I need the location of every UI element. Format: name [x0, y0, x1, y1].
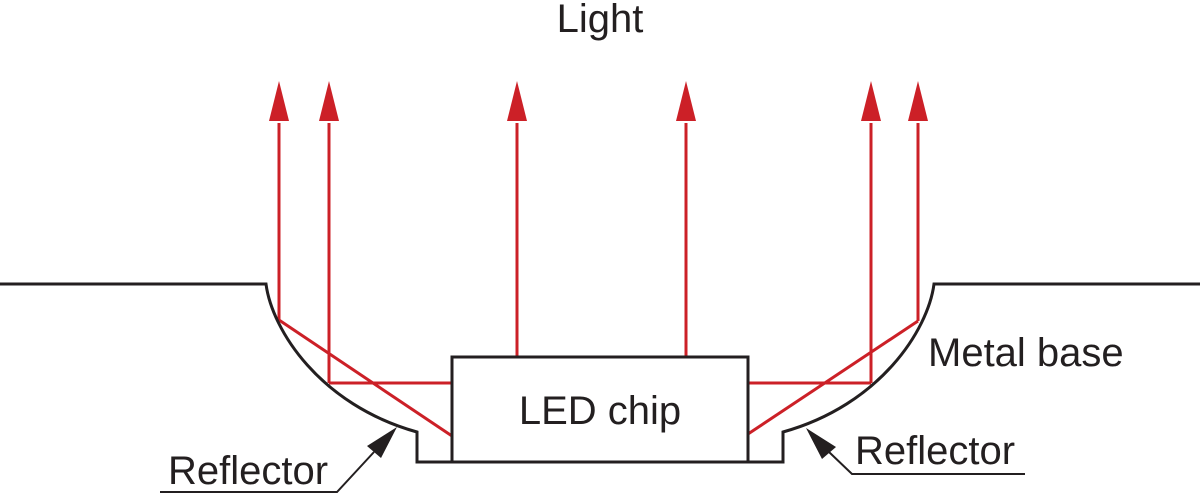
arrowhead-up-icon [507, 81, 527, 121]
ray-arrowheads-group [269, 81, 928, 121]
led-chip-box [450, 355, 750, 464]
reflector-left-leader-line [160, 451, 375, 493]
ray-left-outer-incident [278, 318, 453, 438]
label-metal-base: Metal base [928, 331, 1124, 375]
arrowhead-up-icon [676, 81, 696, 121]
arrowhead-up-icon [908, 81, 928, 121]
label-reflector-left: Reflector [168, 449, 328, 493]
leader-lines-group [160, 451, 1025, 493]
leader-arrowhead-upright-icon [367, 427, 397, 458]
light-rays-group [277, 123, 920, 438]
arrowhead-up-icon [269, 81, 289, 121]
leader-arrowheads-group [367, 427, 836, 459]
label-light: Light [557, 0, 644, 41]
ray-right-outer-incident [747, 319, 919, 436]
leader-arrowhead-upleft-icon [806, 428, 836, 459]
label-led-chip: LED chip [519, 389, 681, 433]
labels-group: Light LED chip Metal base Reflector Refl… [168, 0, 1124, 493]
arrowhead-up-icon [319, 81, 339, 121]
arrowhead-up-icon [861, 81, 881, 121]
led-chip-group [450, 355, 750, 464]
label-reflector-right: Reflector [855, 429, 1015, 473]
reflector-right-leader-line [828, 451, 1025, 475]
